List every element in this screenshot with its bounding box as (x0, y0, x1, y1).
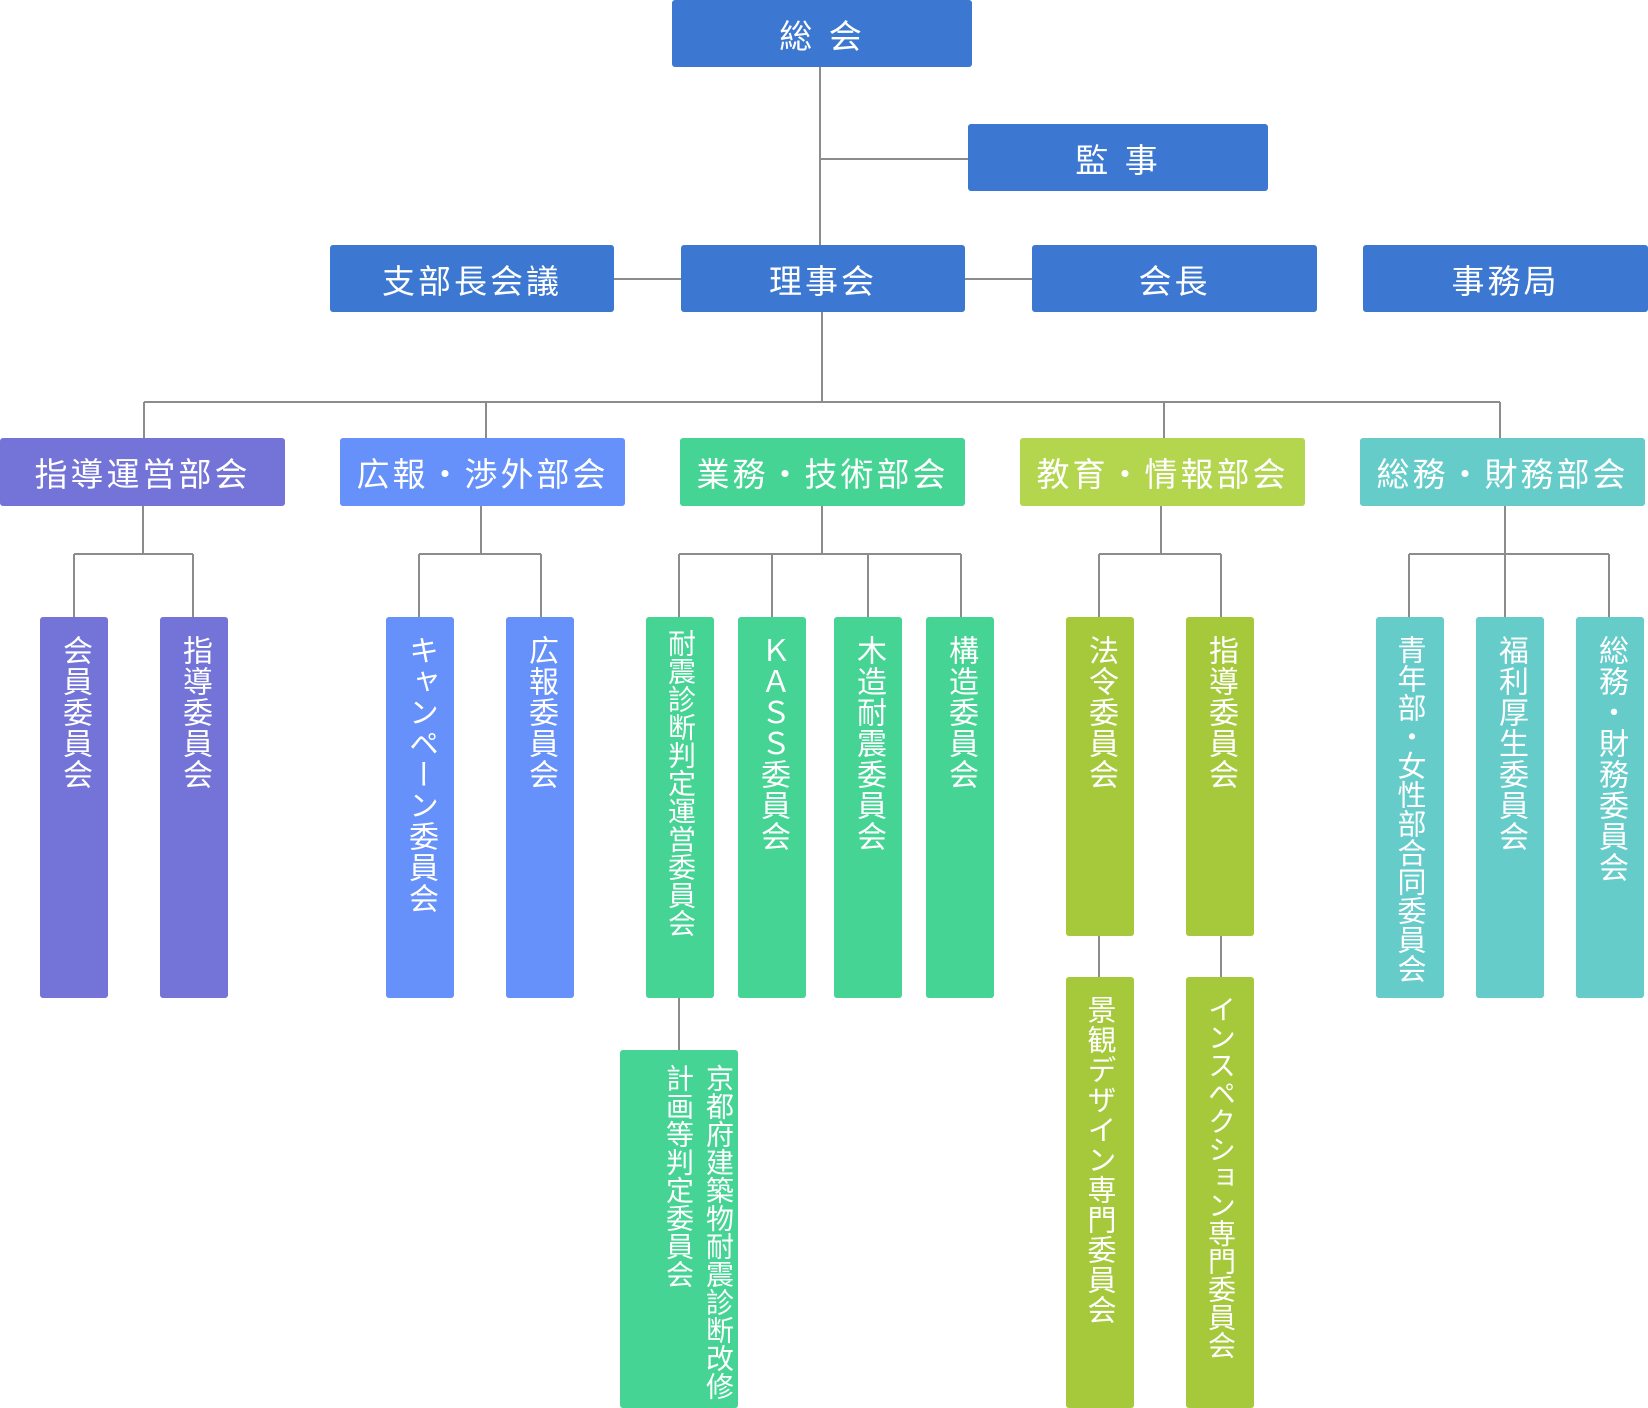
committee-box: 会員委員会 (40, 617, 108, 998)
committee-box: 広報委員会 (506, 617, 574, 998)
committee-box: 青年部・女性部合同委員会 (1376, 617, 1444, 998)
committee-box: ＫＡＳＳ委員会 (738, 617, 806, 998)
division-business: 業務・技術部会 (680, 438, 965, 506)
chairman-box: 会長 (1032, 245, 1317, 312)
committee-box: 指導委員会 (1186, 617, 1254, 936)
board-box: 理事会 (681, 245, 965, 312)
division-pr: 広報・渉外部会 (340, 438, 625, 506)
branch-meeting-box: 支部長会議 (330, 245, 614, 312)
committee-box: 福利厚生委員会 (1476, 617, 1544, 998)
committee-box: 法令委員会 (1066, 617, 1134, 936)
division-general: 総務・財務部会 (1360, 438, 1645, 506)
secretariat-box: 事務局 (1363, 245, 1648, 312)
committee-box: 耐震診断判定運営委員会 (646, 617, 714, 998)
committee-box: 構造委員会 (926, 617, 994, 998)
division-education: 教育・情報部会 (1020, 438, 1305, 506)
sub-committee-box: インスペクション専門委員会 (1186, 977, 1254, 1408)
sub-committee-box: 京都府建築物耐震診断改修計画等判定委員会 (620, 1050, 738, 1408)
committee-box: 総務・財務委員会 (1576, 617, 1644, 998)
committee-box: 指導委員会 (160, 617, 228, 998)
committee-box: キャンペーン委員会 (386, 617, 454, 998)
sub-committee-box: 景観デザイン専門委員会 (1066, 977, 1134, 1408)
general-assembly-box: 総 会 (672, 0, 972, 67)
division-guidance: 指導運営部会 (0, 438, 285, 506)
committee-box: 木造耐震委員会 (834, 617, 902, 998)
auditor-box: 監 事 (968, 124, 1268, 191)
